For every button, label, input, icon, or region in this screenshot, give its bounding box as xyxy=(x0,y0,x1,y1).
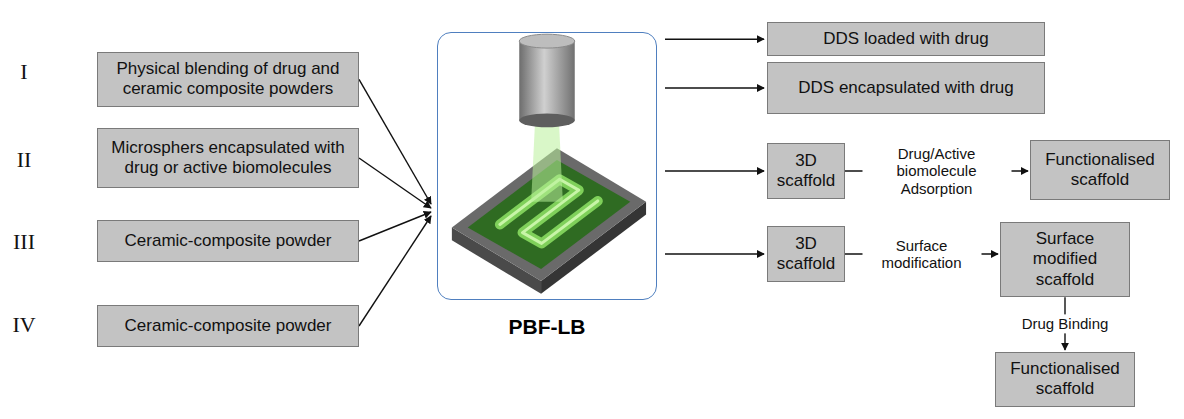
arrow-label: Drug Binding xyxy=(1019,314,1112,333)
process-box: DDS loaded with drug xyxy=(767,22,1045,56)
flow-arrow xyxy=(359,158,431,208)
flow-arrow xyxy=(665,253,764,254)
route-number: II xyxy=(17,147,32,173)
process-box: Functionalised scaffold xyxy=(1030,140,1170,200)
box-text: Functionalised scaffold xyxy=(1004,359,1126,400)
process-box: Surface modified scaffold xyxy=(1000,222,1130,297)
process-box: Physical blending of drug and ceramic co… xyxy=(97,52,359,107)
route-number: I xyxy=(20,59,27,85)
box-text: DDS loaded with drug xyxy=(823,29,988,49)
machine-caption: PBF-LB xyxy=(418,315,676,339)
flow-arrow xyxy=(359,79,431,204)
laser-head-top xyxy=(519,34,574,48)
process-box: Functionalised scaffold xyxy=(995,352,1135,407)
process-box: Ceramic-composite powder xyxy=(97,305,359,347)
route-number: IV xyxy=(12,312,35,338)
laser-head-base xyxy=(519,113,574,127)
machine-panel: PBF-LB xyxy=(437,32,657,300)
process-box: Ceramic-composite powder xyxy=(97,220,359,262)
process-box: DDS encapsulated with drug xyxy=(767,62,1045,114)
box-text: DDS encapsulated with drug xyxy=(798,78,1013,98)
arrow-label: Surface modification xyxy=(862,236,981,273)
box-text: Microsphers encapsulated with drug or ac… xyxy=(106,138,350,179)
flow-arrow xyxy=(665,87,764,88)
arrow-label: Drug/Active biomolecule Adsorption xyxy=(862,144,1011,198)
laser-head xyxy=(519,41,574,120)
process-box: 3D scaffold xyxy=(767,226,845,282)
route-number: III xyxy=(13,229,35,255)
laser-beam xyxy=(531,120,563,201)
box-text: Ceramic-composite powder xyxy=(125,231,332,251)
process-box: Microsphers encapsulated with drug or ac… xyxy=(97,128,359,188)
flow-arrow xyxy=(359,216,431,326)
flow-arrow xyxy=(665,170,764,171)
box-text: Physical blending of drug and ceramic co… xyxy=(106,59,350,100)
box-text: Functionalised scaffold xyxy=(1039,150,1161,191)
box-text: Surface modified scaffold xyxy=(1009,229,1121,290)
flow-arrow xyxy=(359,212,431,241)
process-box: 3D scaffold xyxy=(767,143,845,199)
pbf-lb-illustration xyxy=(438,33,656,299)
box-text: 3D scaffold xyxy=(776,234,836,275)
flow-arrow xyxy=(665,38,764,39)
box-text: Ceramic-composite powder xyxy=(125,316,332,336)
box-text: 3D scaffold xyxy=(776,151,836,192)
